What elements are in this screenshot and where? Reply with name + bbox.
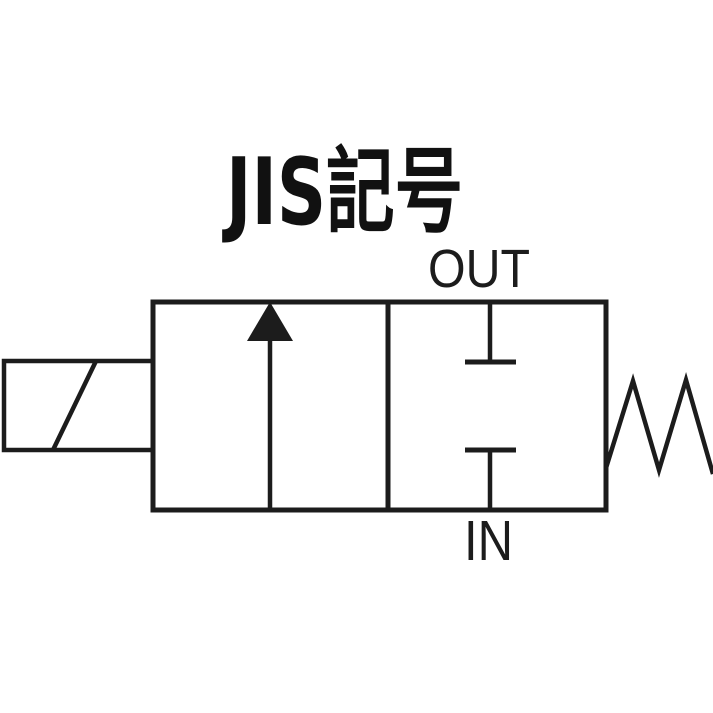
valve-body: [150, 299, 609, 513]
return-spring-icon: [603, 372, 713, 478]
flow-path-arrow-icon: [247, 302, 293, 510]
coil-diagonal: [50, 360, 99, 451]
coil-outline: [1, 358, 156, 453]
blocked-port-in-icon: [465, 447, 516, 508]
blocked-port-out-icon: [465, 304, 516, 365]
arrow-head: [247, 302, 293, 341]
port-label-out: OUT: [428, 239, 530, 299]
figure-title: JIS記号: [222, 138, 463, 246]
solenoid-coil-icon: [1, 358, 156, 453]
valve-body-outline: [150, 299, 609, 513]
port-label-in: IN: [464, 509, 513, 573]
